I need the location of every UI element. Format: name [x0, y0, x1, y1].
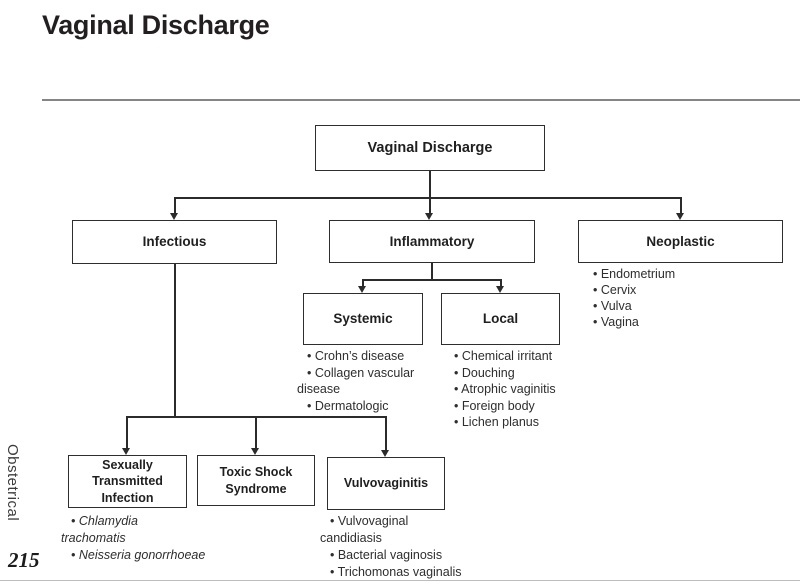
- bullet-item: • Vagina: [593, 315, 639, 329]
- bullet-item: • Chemical irritant: [454, 349, 553, 363]
- bullet-item: • Collagen vascular disease: [297, 365, 415, 397]
- flowchart-node-local: Local: [441, 293, 560, 345]
- bullet-item: • Crohn’s disease: [307, 349, 405, 363]
- bullet-item: • Vulvovaginal candidiasis: [320, 514, 409, 545]
- flowchart-node-neoplastic: Neoplastic: [578, 220, 783, 263]
- local-list: • Chemical irritant • Douching • Atrophic …: [444, 348, 579, 431]
- flowchart-node-vulvovaginitis: Vulvovaginitis: [327, 457, 445, 510]
- connector-line: [500, 279, 502, 287]
- connector-line: [429, 171, 431, 214]
- bullet-item: • Chlamydia trachomatis: [61, 514, 138, 545]
- connector-line: [431, 263, 433, 280]
- bullet-item: • Lichen planus: [454, 415, 539, 429]
- connector-line: [174, 264, 176, 417]
- bullet-item: • Foreign body: [454, 398, 535, 413]
- arrow-down-icon: [676, 213, 684, 220]
- arrow-down-icon: [251, 448, 259, 455]
- flowchart-node-sexually-transmitted-infection: Sexually Transmitted Infection: [68, 455, 187, 508]
- bullet-item: • Vulva: [593, 299, 632, 313]
- flowchart-node-systemic: Systemic: [303, 293, 423, 345]
- arrow-down-icon: [496, 286, 504, 293]
- page-number: 215: [8, 548, 40, 572]
- connector-line: [680, 197, 682, 213]
- flowchart-node-inflammatory: Inflammatory: [329, 220, 535, 263]
- top-divider: [42, 99, 800, 101]
- bullet-item: • Trichomonas vaginalis: [330, 565, 462, 579]
- arrow-down-icon: [122, 448, 130, 455]
- section-tab-obstetrical: Obstetrical: [4, 444, 21, 522]
- bullet-item: • Dermatologic: [307, 398, 389, 413]
- connector-line: [126, 416, 387, 418]
- bullet-item: • Atrophic vaginitis: [454, 382, 556, 396]
- bullet-item: • Cervix: [593, 283, 637, 297]
- arrow-down-icon: [170, 213, 178, 220]
- arrow-down-icon: [358, 286, 366, 293]
- arrow-down-icon: [381, 450, 389, 457]
- connector-line: [126, 416, 128, 448]
- bullet-item: • Endometrium: [593, 267, 676, 281]
- flowchart-node-infectious: Infectious: [72, 220, 277, 264]
- bullet-item: • Bacterial vaginosis: [330, 548, 443, 562]
- connector-line: [362, 279, 364, 287]
- flowchart-node-toxic-shock-syndrome: Toxic Shock Syndrome: [197, 455, 315, 506]
- connector-line: [174, 197, 176, 213]
- connector-line: [362, 279, 501, 281]
- bottom-divider: [0, 580, 800, 581]
- neoplastic-list: • Endometrium • Cervix • Vulva • Vagina: [583, 266, 783, 330]
- vulvovaginitis-list: • Vulvovaginal candidiasis • Bacterial va…: [320, 513, 490, 581]
- flowchart-node-root: Vaginal Discharge: [315, 125, 545, 171]
- sexually-transmitted-infection-list: • Chlamydia trachomatis • Neisseria gonor…: [61, 513, 221, 564]
- connector-line: [174, 197, 681, 199]
- connector-line: [385, 416, 387, 450]
- arrow-down-icon: [425, 213, 433, 220]
- bullet-item: • Neisseria gonorrhoeae: [71, 548, 206, 562]
- page-title: Vaginal Discharge: [42, 10, 270, 40]
- bullet-item: • Douching: [454, 365, 515, 380]
- systemic-list: • Crohn’s disease • Collagen vascular dis…: [297, 348, 425, 414]
- connector-line: [255, 416, 257, 448]
